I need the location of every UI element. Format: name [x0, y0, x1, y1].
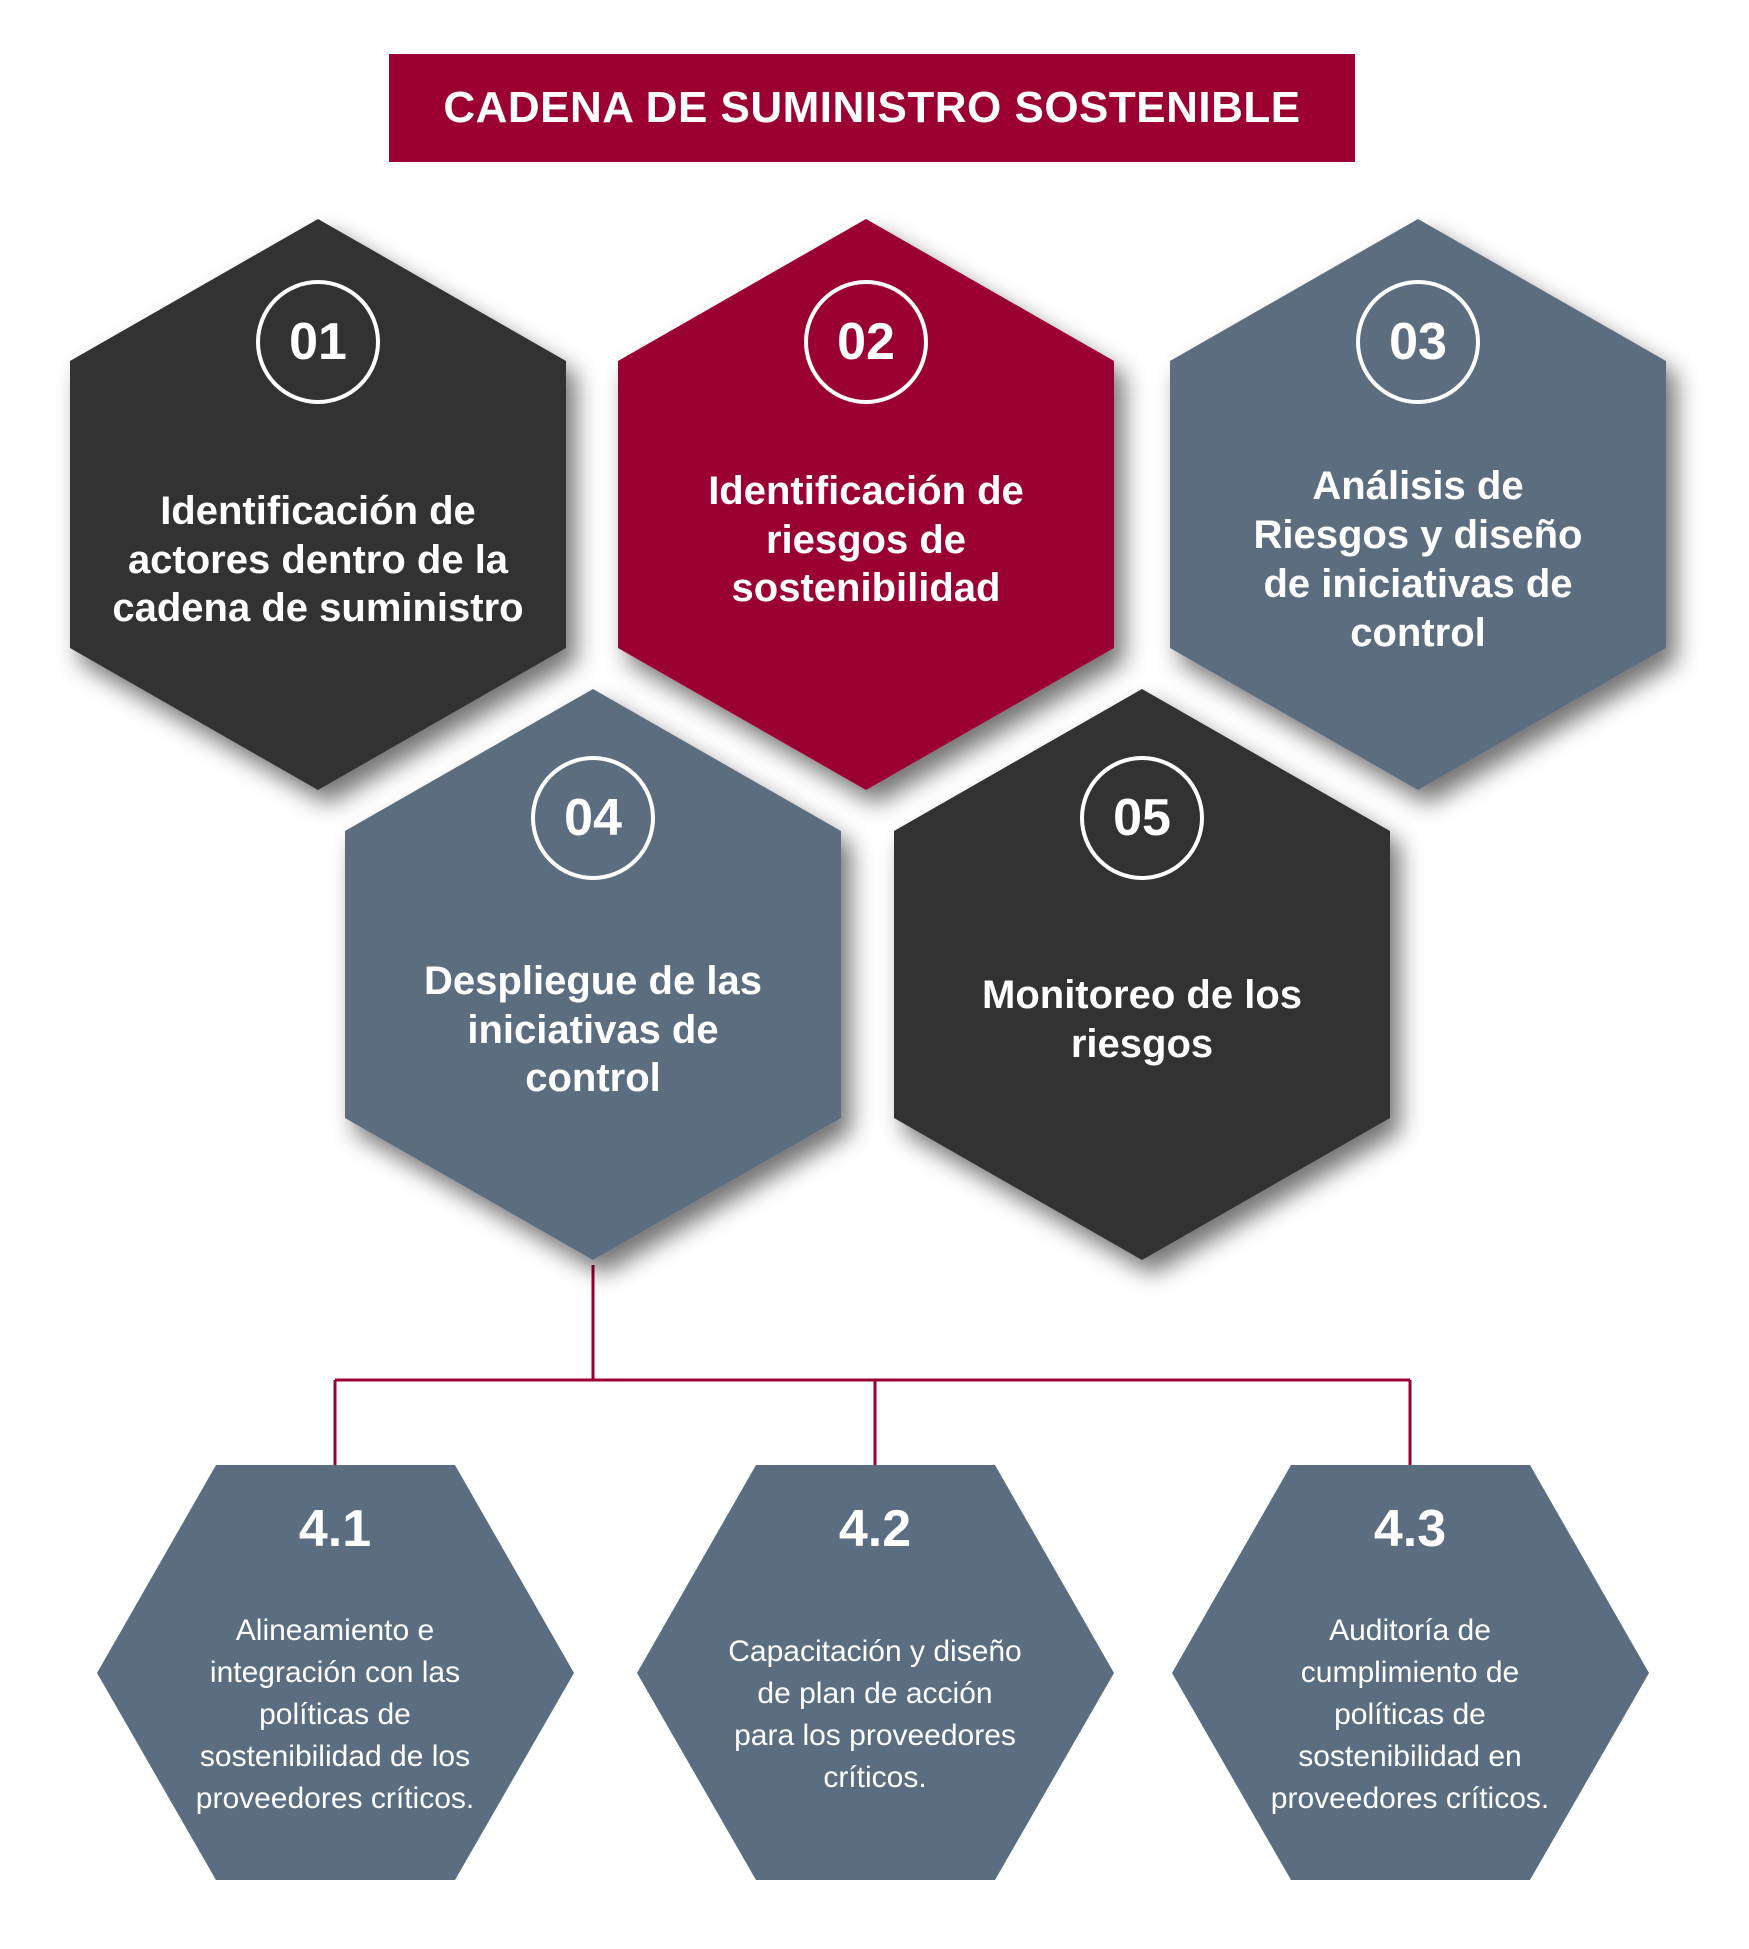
- step-05-label: Monitoreo de los riesgos: [982, 973, 1302, 1066]
- step-05-number: 05: [1113, 789, 1171, 847]
- connector-lines: [333, 1265, 1412, 1465]
- step-04-number: 04: [564, 789, 622, 847]
- step-01-circle: [256, 280, 380, 404]
- step-03-circle: [1356, 280, 1480, 404]
- step-03-hexagon: [1170, 219, 1666, 790]
- step-05-circle: [1080, 756, 1204, 880]
- step-04-circle: [531, 756, 655, 880]
- step-02-number: 02: [837, 313, 895, 371]
- substep-4-2-hexagon: [637, 1465, 1114, 1880]
- step-02-circle: [804, 280, 928, 404]
- step-03-number: 03: [1389, 313, 1447, 371]
- step-04-hexagon: [345, 689, 841, 1260]
- substep-4-3-number: 4.3: [1373, 1500, 1447, 1558]
- step-02-hexagon: [618, 219, 1114, 790]
- substep-4-1-number: 4.1: [298, 1500, 372, 1558]
- step-01-number: 01: [289, 313, 347, 371]
- step-02-label: Identificación de riesgos de sostenibili…: [708, 468, 1024, 611]
- title-banner: CADENA DE SUMINISTRO SOSTENIBLE: [389, 54, 1355, 162]
- step-01-label: Identificación de actores dentro de la c…: [112, 488, 524, 631]
- substep-4-1-hexagon: [97, 1465, 574, 1880]
- substep-4-3-hexagon: [1172, 1465, 1649, 1880]
- step-01-hexagon: [70, 219, 566, 790]
- substep-4-3-label: Auditoría de cumplimiento de políticas d…: [1270, 1614, 1550, 1815]
- step-05-hexagon: [894, 689, 1390, 1260]
- diagram-title: CADENA DE SUMINISTRO SOSTENIBLE: [443, 83, 1301, 132]
- step-03-label: Análisis de Riesgos y diseño de iniciati…: [1253, 464, 1583, 655]
- substep-4-2-number: 4.2: [838, 1500, 912, 1558]
- step-04-label: Despliegue de las iniciativas de control: [424, 958, 762, 1101]
- substep-4-1-label: Alineamiento e integración con las polít…: [195, 1614, 475, 1815]
- substep-4-2-label: Capacitación y diseño de plan de acción …: [728, 1635, 1022, 1794]
